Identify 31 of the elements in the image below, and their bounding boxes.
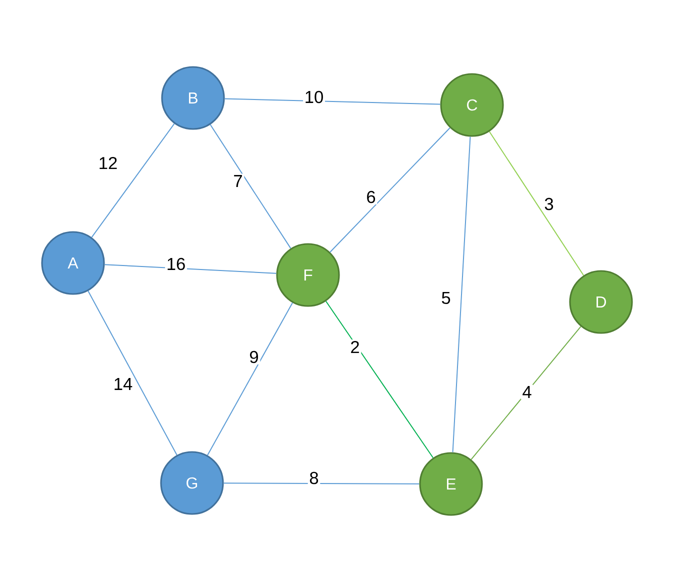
- edge-label: 4: [520, 384, 534, 400]
- edge-label: 12: [97, 156, 119, 170]
- graph-node: G: [160, 451, 224, 515]
- graph-node: F: [276, 243, 340, 307]
- edge: [210, 124, 292, 249]
- edge: [325, 300, 434, 458]
- edge: [88, 290, 178, 456]
- edge-label: 10: [303, 90, 325, 104]
- edge-label: 16: [165, 256, 187, 272]
- edge: [224, 98, 441, 105]
- edge: [488, 131, 584, 276]
- graph-node: B: [161, 66, 225, 130]
- edge: [470, 326, 582, 460]
- graph-node: E: [419, 452, 483, 516]
- edge-label: 5: [440, 290, 452, 306]
- edge: [104, 264, 277, 274]
- edge-label: 14: [112, 376, 134, 392]
- edge: [223, 482, 420, 484]
- edge-label: 9: [248, 350, 260, 364]
- edge-label: 2: [348, 340, 362, 354]
- edge-label: 8: [308, 470, 320, 486]
- edge: [207, 302, 294, 456]
- edge: [452, 136, 471, 453]
- edge: [91, 123, 175, 238]
- graph-node: C: [440, 73, 504, 137]
- edge-label: 7: [232, 174, 244, 188]
- edge: [330, 127, 450, 253]
- edge-label: 6: [364, 190, 378, 204]
- graph-node: A: [41, 231, 105, 295]
- edge-label: 3: [542, 196, 556, 212]
- graph-node: D: [569, 270, 633, 334]
